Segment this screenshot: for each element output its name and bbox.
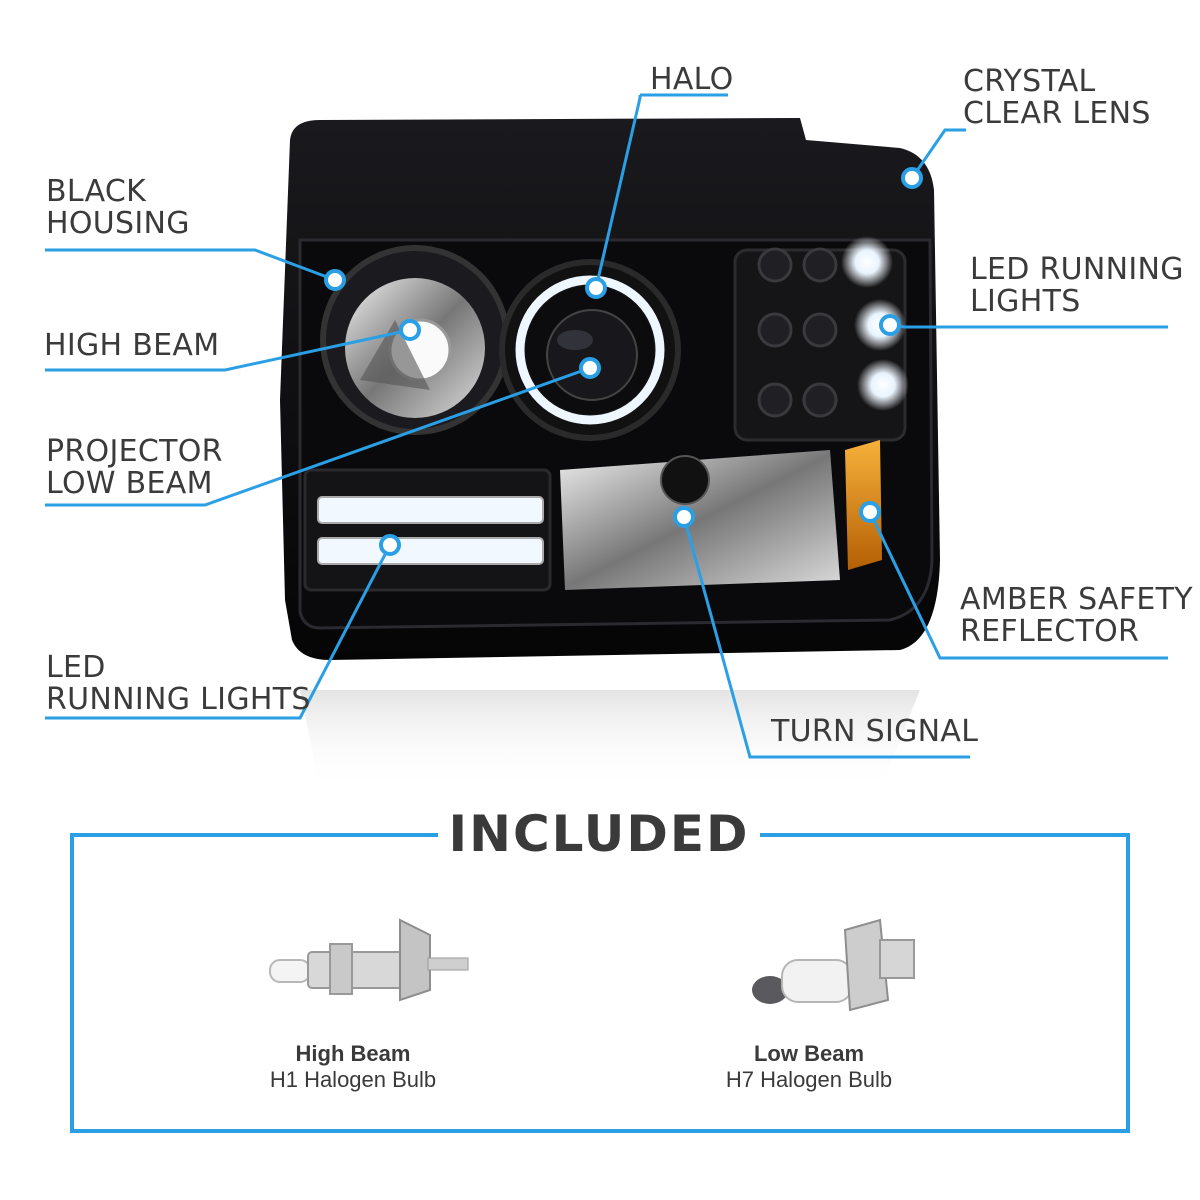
led-tube-bottom bbox=[317, 537, 544, 565]
leader-lines bbox=[45, 93, 1168, 759]
led-tube-top bbox=[317, 496, 544, 524]
label-turn-signal: TURN SIGNAL bbox=[771, 714, 979, 749]
included-box-top-right bbox=[760, 833, 1130, 837]
bulb-name: High Beam bbox=[295, 1041, 411, 1066]
led-cluster bbox=[733, 236, 909, 442]
h7-bulb-illustration bbox=[752, 918, 915, 1012]
included-box-top-left bbox=[70, 833, 438, 837]
label-projector-low-beam: PROJECTOR LOW BEAM bbox=[46, 434, 223, 501]
included-box bbox=[70, 833, 1130, 1133]
h1-bulb-illustration bbox=[269, 918, 469, 1002]
label-crystal-clear-lens: CRYSTAL CLEAR LENS bbox=[963, 64, 1151, 131]
included-title: INCLUDED bbox=[448, 805, 750, 863]
turn-signal-chrome bbox=[560, 450, 840, 590]
label-high-beam: HIGH BEAM bbox=[44, 328, 220, 363]
bulb-caption-low-beam: Low Beam H7 Halogen Bulb bbox=[659, 1041, 959, 1093]
bulb-name: Low Beam bbox=[753, 1041, 865, 1066]
label-led-running-lights-left: LED RUNNING LIGHTS bbox=[46, 650, 311, 717]
label-led-running-lights-right: LED RUNNING LIGHTS bbox=[970, 252, 1184, 319]
bulb-desc: H7 Halogen Bulb bbox=[725, 1067, 893, 1092]
leader-dots bbox=[324, 167, 923, 556]
label-halo: HALO bbox=[650, 62, 734, 97]
label-amber-safety-reflector: AMBER SAFETY REFLECTOR bbox=[960, 582, 1193, 649]
bulb-desc: H1 Halogen Bulb bbox=[269, 1067, 437, 1092]
bulb-caption-high-beam: High Beam H1 Halogen Bulb bbox=[203, 1041, 503, 1093]
label-black-housing: BLACK HOUSING bbox=[46, 174, 190, 241]
floor-reflection bbox=[300, 690, 920, 790]
